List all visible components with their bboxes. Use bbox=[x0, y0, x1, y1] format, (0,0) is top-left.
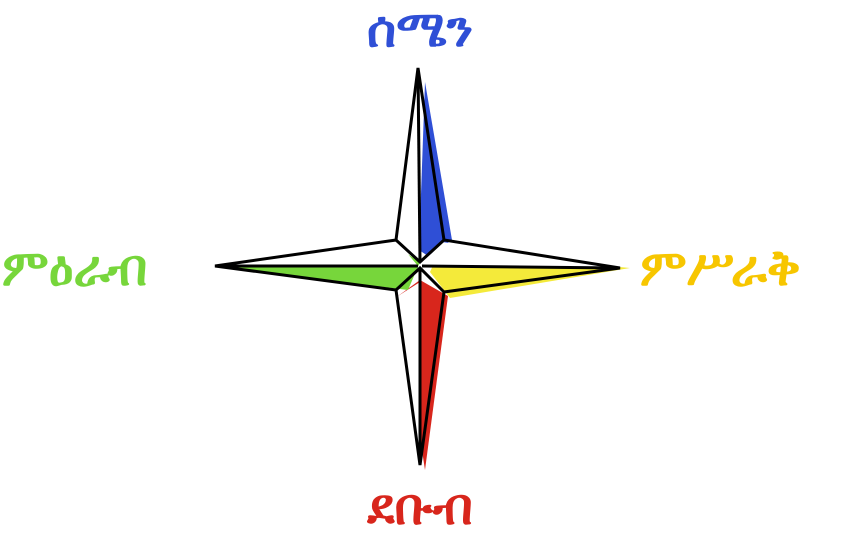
east-arm-white bbox=[420, 242, 618, 268]
north-arm-white bbox=[398, 70, 420, 252]
star-outline bbox=[214, 67, 621, 466]
south-label: ደቡብ bbox=[367, 478, 473, 536]
north-label: ሰሜን bbox=[366, 0, 474, 58]
west-label: ምዕራብ bbox=[2, 239, 148, 297]
east-label: ምሥራቅ bbox=[640, 239, 801, 297]
